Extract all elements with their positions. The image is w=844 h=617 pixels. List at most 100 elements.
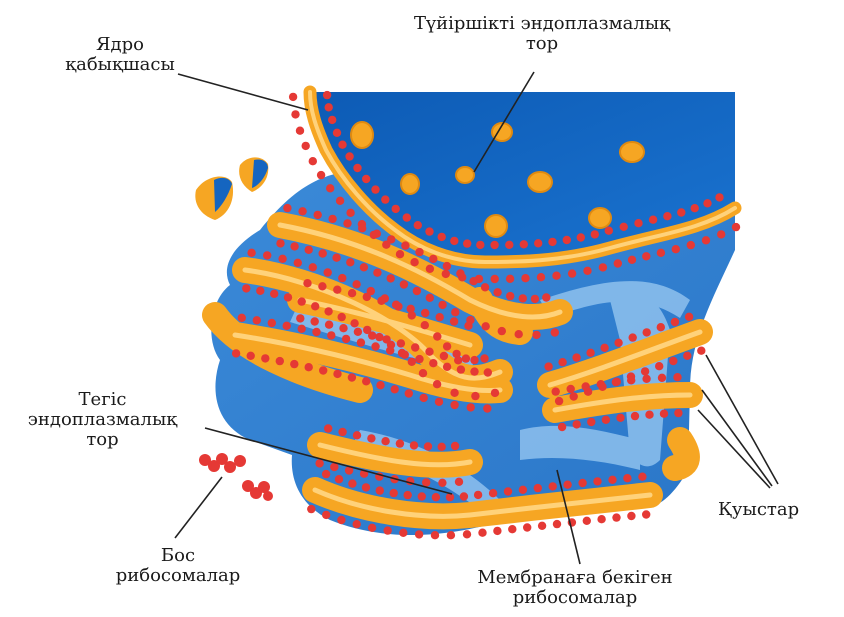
ribosome-dot <box>478 529 486 537</box>
label-rough-er-line1: Түйіршікті эндоплазмалық <box>362 14 722 34</box>
ribosome-dot <box>311 317 319 325</box>
ribosome-dot <box>324 307 332 315</box>
ribosome-dot <box>641 367 649 375</box>
label-rough-er-line2: тор <box>362 34 722 54</box>
ribosome-dot <box>294 259 302 267</box>
ribosome-dot <box>362 377 370 385</box>
ribosome-dot <box>634 219 642 227</box>
ribosome-dot <box>324 268 332 276</box>
ribosome-dot <box>717 230 725 238</box>
ribosome-dot <box>338 274 346 282</box>
ribosome-dot <box>586 349 594 357</box>
ribosome-dot <box>298 325 306 333</box>
ribosome-dot <box>390 489 398 497</box>
ribosome-dot <box>291 110 299 118</box>
ribosome-dot <box>568 269 576 277</box>
ribosome-dot <box>629 333 637 341</box>
ribosome-dot <box>649 216 657 224</box>
ribosome-dot <box>404 491 412 499</box>
ribosome-dot <box>623 474 631 482</box>
ribosome-dot <box>400 280 408 288</box>
label-smooth-er-line2: эндоплазмалық <box>0 410 205 430</box>
ribosome-dot <box>481 283 489 291</box>
label-nuclear-envelope-line1: Ядро <box>60 35 180 55</box>
ribosome-dot <box>387 235 395 243</box>
ribosome-dot <box>415 530 423 538</box>
ribosome-dot <box>450 317 458 325</box>
ribosome-dot <box>438 233 446 241</box>
ribosome-dot <box>542 293 550 301</box>
ribosome-dot <box>278 255 286 263</box>
ribosome-dot <box>451 442 459 450</box>
ribosome-dot <box>276 239 284 247</box>
ribosome-dot <box>660 410 668 418</box>
ribosome-dot <box>401 351 409 359</box>
ribosome-dot <box>376 486 384 494</box>
leader-cisternae-1 <box>706 355 778 484</box>
label-free-ribosomes: Бос рибосомалар <box>88 546 268 586</box>
leader-free-ribosomes <box>175 477 222 538</box>
ribosome-dot <box>309 157 317 165</box>
ribosome-dot <box>463 530 471 538</box>
ribosome-dot <box>371 185 379 193</box>
ribosome-dot <box>419 369 427 377</box>
ribosome-dot <box>386 346 394 354</box>
ribosome-dot <box>504 487 512 495</box>
ribosome-dot <box>368 524 376 532</box>
ribosome-dot <box>715 193 723 201</box>
leader-nuclear-envelope <box>178 74 308 110</box>
label-free-ribosomes-line2: рибосомалар <box>88 566 268 586</box>
ribosome-dot <box>691 204 699 212</box>
ribosome-dot <box>443 342 451 350</box>
ribosome-dot <box>505 241 513 249</box>
ribosome-dot <box>470 367 478 375</box>
ribosome-dot <box>627 512 635 520</box>
label-membrane-ribosomes-line1: Мембранаға бекіген <box>430 568 720 588</box>
ribosome-dot <box>396 250 404 258</box>
ribosome-dot <box>534 239 542 247</box>
ribosome-dot <box>438 443 446 451</box>
ribosome-dot <box>471 392 479 400</box>
ribosome-dot <box>335 475 343 483</box>
ribosome-dot <box>381 195 389 203</box>
ribosome-dot <box>558 358 566 366</box>
ribosome-dot <box>450 401 458 409</box>
ribosome-dot <box>319 249 327 257</box>
ribosome-dot <box>638 473 646 481</box>
ribosome-dot <box>238 314 246 322</box>
ribosome-dot <box>315 459 323 467</box>
ribosome-dot <box>328 116 336 124</box>
ribosome-dot <box>591 230 599 238</box>
ribosome-dot <box>732 223 740 231</box>
ribosome-dot <box>577 233 585 241</box>
ribosome-dot <box>325 321 333 329</box>
ribosome-dot <box>498 327 506 335</box>
ribosome-dot <box>353 520 361 528</box>
ribosome-dot <box>318 282 326 290</box>
label-smooth-er: Тегіс эндоплазмалық тор <box>0 390 205 450</box>
ribosome-dot <box>343 219 351 227</box>
ribosome-dot <box>392 205 400 213</box>
ribosome-dot <box>326 184 334 192</box>
ribosome-dot <box>368 331 376 339</box>
vesicles <box>195 157 268 220</box>
ribosome-dot <box>470 356 478 364</box>
ribosome-dot <box>342 335 350 343</box>
ribosome-dot <box>302 142 310 150</box>
ribosome-dot <box>362 175 370 183</box>
ribosome-dot <box>563 481 571 489</box>
ribosome-dot <box>438 301 446 309</box>
ribosome-dot <box>425 227 433 235</box>
label-nuclear-envelope-line2: қабықшасы <box>60 55 180 75</box>
ribosome-dot <box>391 385 399 393</box>
ribosome-dot <box>558 423 566 431</box>
ribosome-dot <box>384 526 392 534</box>
ribosome-dot <box>411 343 419 351</box>
ribosome-dot <box>642 375 650 383</box>
ribosome-dot <box>451 308 459 316</box>
ribosome-dot <box>683 352 691 360</box>
ribosome-dot <box>305 246 313 254</box>
ribosome-dot <box>572 353 580 361</box>
ribosome-dot <box>703 199 711 207</box>
ribosome-dot <box>642 252 650 260</box>
